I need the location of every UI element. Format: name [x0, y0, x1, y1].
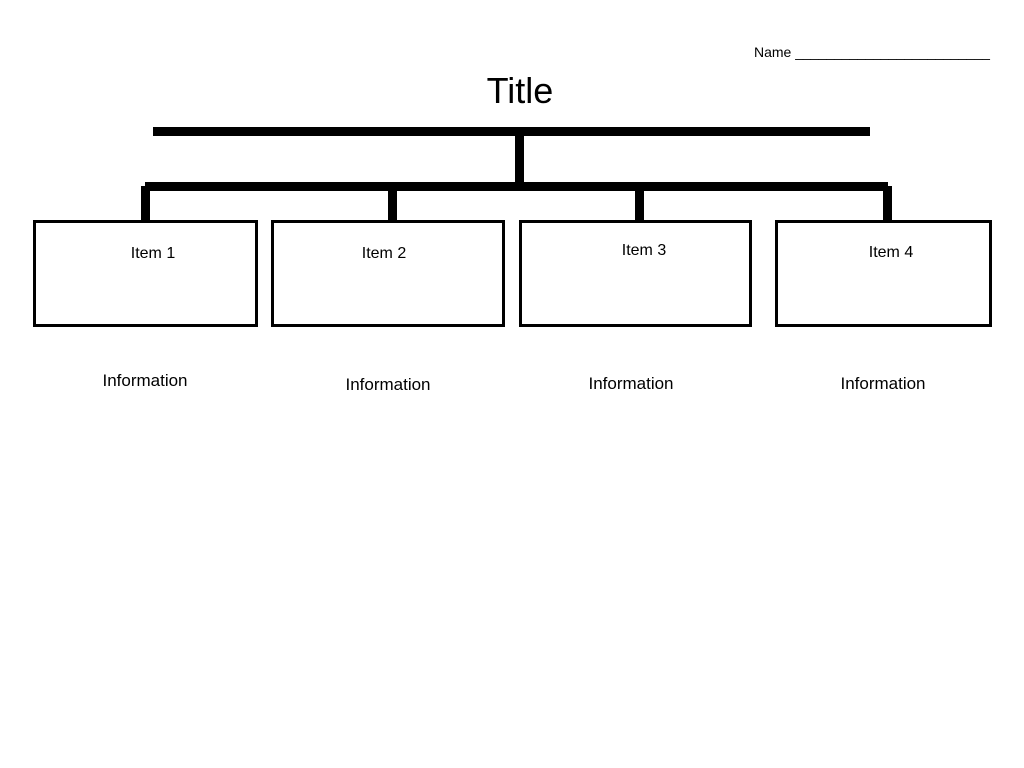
item-label-2: Item 2: [361, 245, 407, 262]
item-box-4: [775, 220, 992, 327]
info-label-1: Information: [102, 371, 188, 390]
item-box-2: [271, 220, 505, 327]
info-label-3: Information: [588, 374, 674, 393]
info-label-2: Information: [345, 375, 431, 394]
diagram-title: Title: [486, 70, 554, 111]
drop-line-2: [388, 186, 397, 222]
center-stem: [515, 136, 524, 186]
item-box-3: [519, 220, 752, 327]
name-field-label: Name _________________________: [754, 44, 990, 60]
item-box-1: [33, 220, 258, 327]
top-bar: [153, 127, 870, 136]
drop-line-4: [883, 186, 892, 222]
drop-line-1: [141, 186, 150, 222]
branch-bar: [145, 182, 888, 191]
item-label-1: Item 1: [130, 245, 176, 262]
drop-line-3: [635, 186, 644, 222]
info-label-4: Information: [840, 374, 926, 393]
item-label-3: Item 3: [621, 242, 667, 259]
item-label-4: Item 4: [868, 244, 914, 261]
